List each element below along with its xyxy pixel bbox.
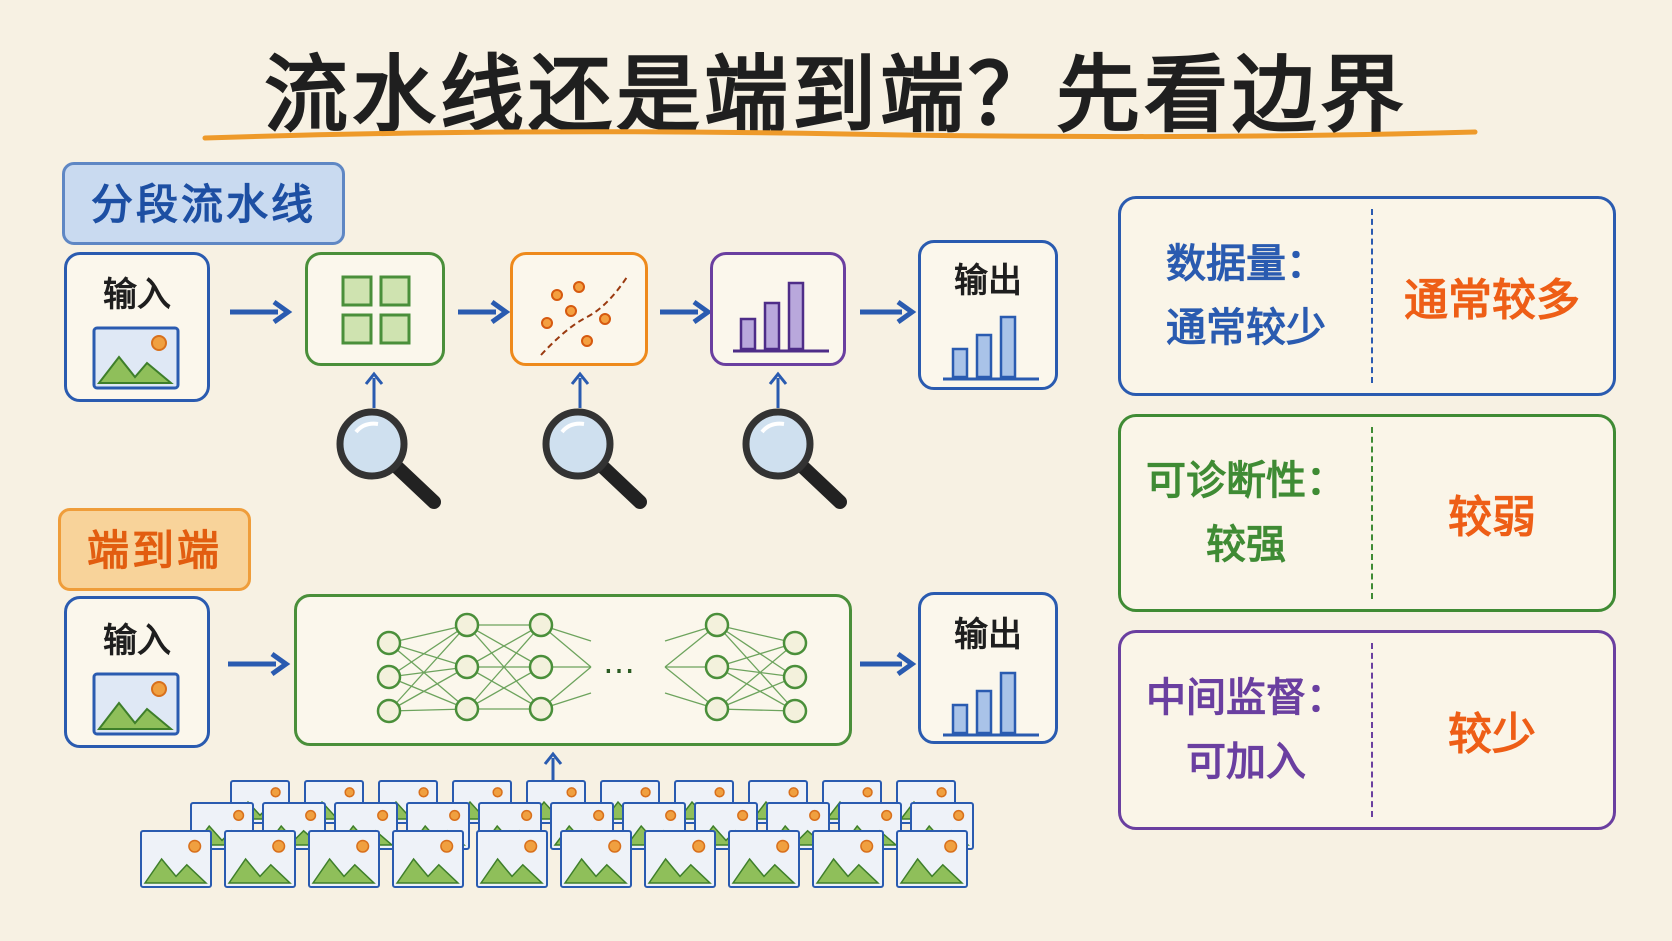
divider [1371, 643, 1373, 817]
neural-network-box: … [294, 594, 852, 746]
training-image-icon [392, 830, 464, 888]
pipeline-input-label: 输入 [103, 275, 171, 315]
comparison-row-diagnosability: 可诊断性： 较强 较弱 [1118, 414, 1616, 612]
training-image-icon [896, 830, 968, 888]
comparison-right: 较少 [1448, 709, 1536, 760]
magnifier-icon [336, 408, 441, 509]
comparison-left-line1: 数据量： [1166, 241, 1326, 287]
pipeline-section-label: 分段流水线 [62, 162, 346, 245]
arrow-icon [228, 651, 291, 677]
title-underline [202, 129, 1478, 141]
comparison-right: 通常较多 [1404, 275, 1580, 326]
pipeline-stage-segmentation [305, 252, 445, 366]
arrow-icon [860, 299, 917, 325]
arrow-icon [230, 299, 293, 325]
pipeline-stage-features [510, 252, 648, 366]
grid-icon [341, 275, 411, 345]
scatter-icon [540, 276, 628, 356]
comparison-right: 较弱 [1448, 492, 1536, 543]
magnifier-icon [542, 408, 647, 509]
divider [1371, 209, 1373, 383]
comparison-left-line2: 较强 [1206, 522, 1286, 568]
bar-chart-icon [943, 315, 1039, 381]
end-to-end-section-label: 端到端 [58, 508, 252, 591]
training-image-icon [140, 830, 212, 888]
comparison-left-line2: 通常较少 [1166, 305, 1326, 351]
comparison-row-data-volume: 数据量： 通常较少 通常较多 [1118, 196, 1616, 396]
up-arrow-icon [768, 371, 788, 408]
e2e-input-box: 输入 [64, 596, 210, 748]
comparison-left-line1: 中间监督： [1146, 675, 1346, 721]
up-arrow-icon [570, 371, 590, 408]
arrow-icon [860, 651, 917, 677]
pipeline-input-box: 输入 [64, 252, 210, 402]
comparison-row-intermediate-supervision: 中间监督： 可加入 较少 [1118, 630, 1616, 830]
pipeline-stage-classifier [710, 252, 846, 366]
arrow-icon [458, 299, 511, 325]
page-title: 流水线还是端到端？先看边界 [263, 46, 1408, 144]
pipeline-output-box: 输出 [918, 240, 1058, 390]
training-image-icon [308, 830, 380, 888]
comparison-left-line1: 可诊断性： [1146, 458, 1346, 504]
training-image-icon [812, 830, 884, 888]
magnifier-icon [742, 408, 847, 509]
neural-network-icon [376, 612, 808, 724]
image-icon [92, 672, 180, 736]
e2e-output-label: 输出 [954, 615, 1022, 655]
training-image-icon [476, 830, 548, 888]
training-image-stack [140, 780, 1020, 930]
e2e-input-label: 输入 [103, 621, 171, 661]
training-image-icon [224, 830, 296, 888]
divider [1371, 427, 1373, 599]
ellipsis: … [603, 643, 635, 681]
training-image-icon [644, 830, 716, 888]
e2e-output-box: 输出 [918, 592, 1058, 744]
training-image-icon [728, 830, 800, 888]
comparison-left-line2: 可加入 [1186, 739, 1306, 785]
up-arrow-icon [364, 371, 384, 408]
arrow-icon [660, 299, 713, 325]
bar-chart-icon [733, 281, 829, 353]
training-image-icon [560, 830, 632, 888]
image-icon [92, 326, 180, 390]
bar-chart-icon [943, 671, 1039, 737]
pipeline-output-label: 输出 [954, 261, 1022, 301]
